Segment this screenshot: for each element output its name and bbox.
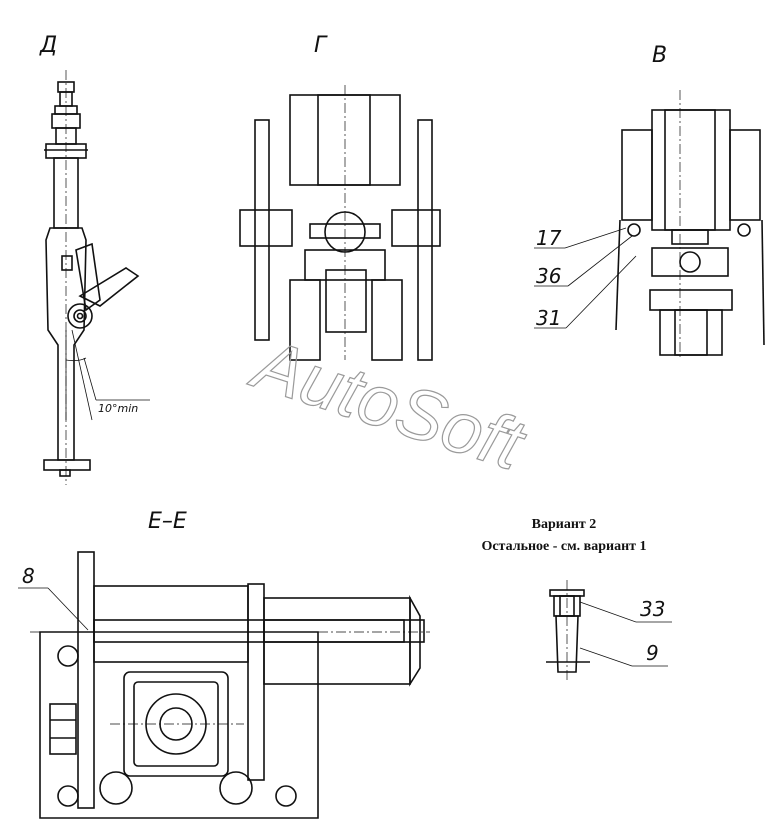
watermark-text: AutoSoft [241,323,535,487]
callout-36: 36 [536,264,561,288]
view-d: Д 10°min [39,33,150,485]
view-g-title: Г [314,33,328,58]
variant-note: Остальное - см. вариант 1 [481,539,646,554]
view-d-title: Д [39,33,57,58]
callout-33: 33 [640,597,665,621]
callout-9: 9 [646,641,659,665]
view-v-title: В [652,43,667,68]
variant-heading: Вариант 2 [532,517,597,532]
callout-17: 17 [536,226,562,250]
angle-note: 10°min [98,402,138,415]
callout-31: 31 [536,306,561,330]
view-ee-title: Е–Е [148,509,187,534]
callout-8: 8 [22,564,35,588]
view-ee: Е–Е 8 [18,509,430,819]
view-v: В 17 36 31 [534,43,765,360]
view-g: Г [239,33,441,361]
variant-2: Вариант 2 Остальное - см. вариант 1 33 9 [481,517,672,680]
watermark: AutoSoft [241,322,536,487]
